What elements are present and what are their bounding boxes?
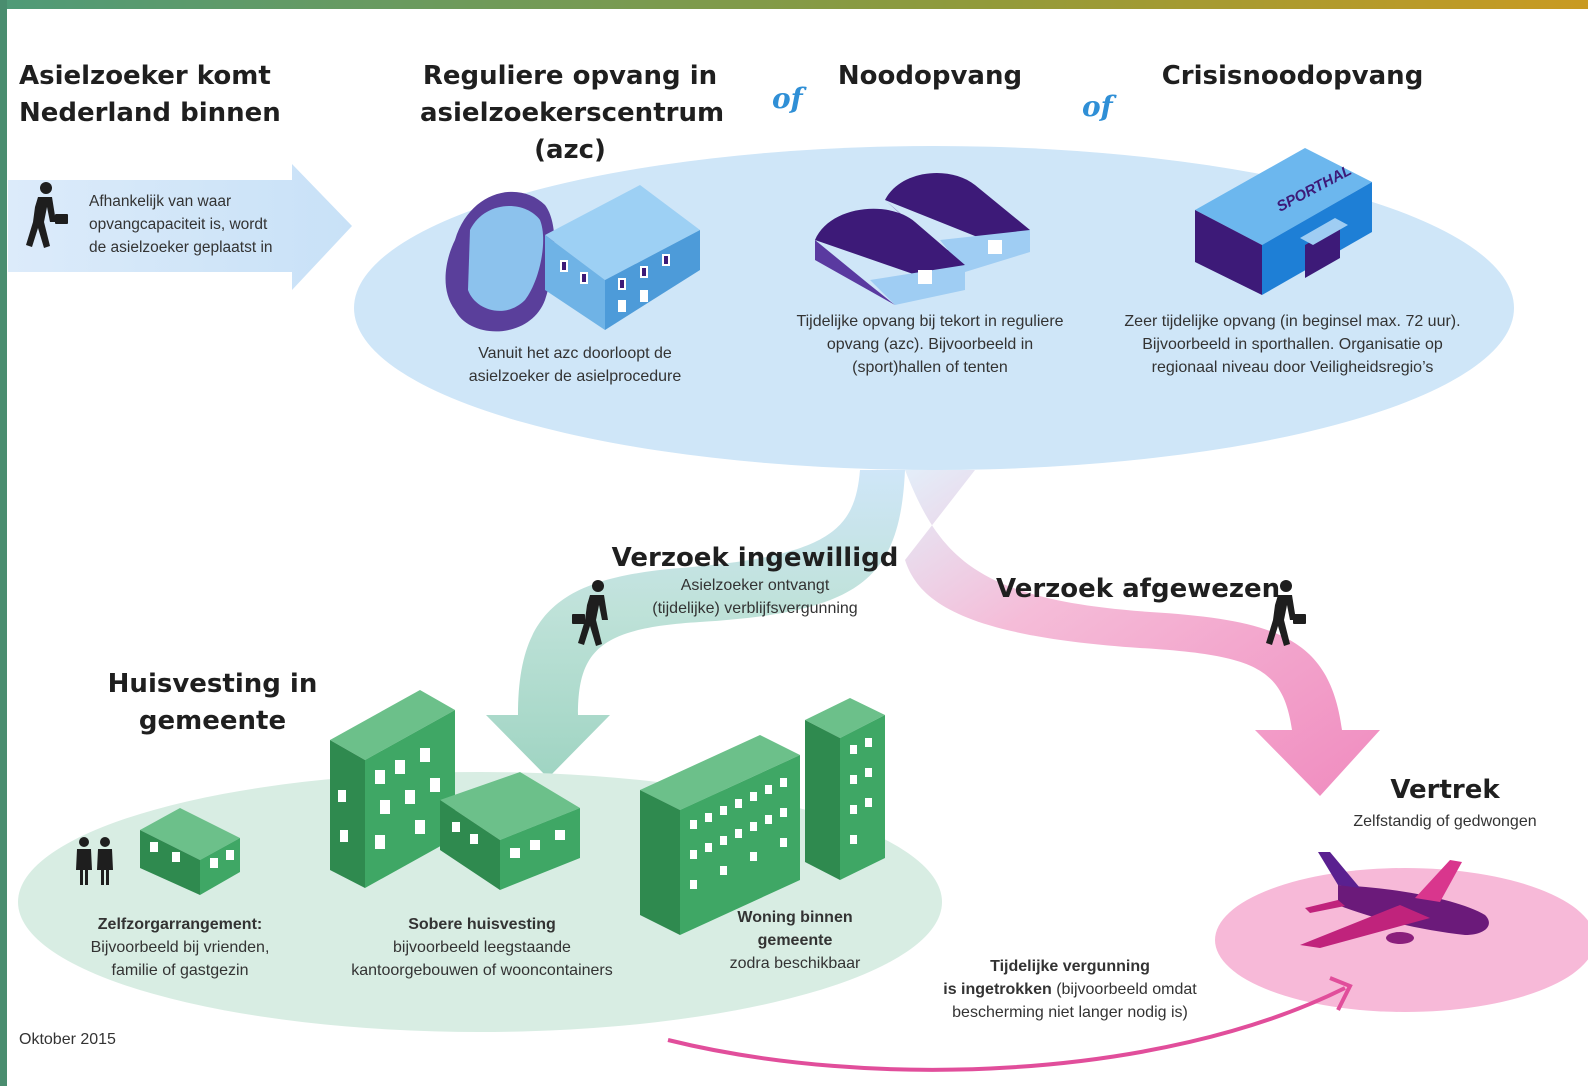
revoked-desc-line: bescherming niet langer nodig is) xyxy=(952,1004,1188,1021)
walking-person-granted-icon xyxy=(572,580,608,646)
walking-person-rejected-icon xyxy=(1266,580,1306,646)
housing-option-basic: Sobere huisvesting bijvoorbeeld leegstaa… xyxy=(322,913,642,982)
regular-desc: Vanuit het azc doorloopt de asielzoeker … xyxy=(430,342,720,388)
walking-person-icon xyxy=(26,182,68,248)
emergency-title: Noodopvang xyxy=(837,61,1023,91)
entry-arrow-line: Afhankelijk van waar xyxy=(89,193,232,210)
revoked-arrowhead xyxy=(1329,976,1353,1011)
option-title: Zelfzorgarrangement: xyxy=(97,916,263,933)
emergency-desc-line: Tijdelijke opvang bij tekort in regulier… xyxy=(796,313,1064,330)
date-label: Oktober 2015 xyxy=(19,1031,116,1048)
departure-desc: Zelfstandig of gedwongen xyxy=(1353,813,1537,830)
entry-arrow-line: opvangcapaciteit is, wordt xyxy=(89,216,268,233)
airplane-icon xyxy=(1300,852,1489,948)
crisis-title: Crisisnoodopvang xyxy=(1161,61,1424,91)
revoked-title-rest: (bijvoorbeeld omdat xyxy=(1051,981,1197,998)
emergency-desc: Tijdelijke opvang bij tekort in regulier… xyxy=(770,310,1090,379)
entry-title-line2: Nederland binnen xyxy=(19,98,281,128)
crisis-desc-line: Zeer tijdelijke opvang (in beginsel max.… xyxy=(1124,313,1461,330)
revoked-title-bold: is ingetrokken xyxy=(943,981,1052,998)
revoked-arrow xyxy=(667,986,1346,1072)
left-color-bar xyxy=(0,0,7,1086)
entry-arrow-text: Afhankelijk van waar opvangcapaciteit is… xyxy=(89,190,304,259)
top-color-bar xyxy=(0,0,1588,9)
housing-title-line: gemeente xyxy=(138,706,287,736)
crisis-desc: Zeer tijdelijke opvang (in beginsel max.… xyxy=(1105,310,1480,379)
emergency-desc-line: (sport)hallen of tenten xyxy=(852,359,1008,376)
granted-desc: Asielzoeker ontvangt (tijdelijke) verbli… xyxy=(615,574,895,620)
housing-option-home: Woning binnen gemeente zodra beschikbaar xyxy=(705,906,885,975)
revoked-title-line: Tijdelijke vergunning xyxy=(990,958,1150,975)
option-desc-line: bijvoorbeeld leegstaande xyxy=(393,939,571,956)
revoked-text: Tijdelijke vergunning is ingetrokken (bi… xyxy=(915,955,1225,1024)
emergency-desc-line: opvang (azc). Bijvoorbeeld in xyxy=(826,336,1034,353)
option-title-line: Woning binnen xyxy=(737,909,853,926)
regular-title-line: (azc) xyxy=(534,135,606,165)
house-icon xyxy=(140,808,240,895)
entry-arrow-line: de asielzoeker geplaatst in xyxy=(89,239,273,256)
regular-title-line: asielzoekerscentrum xyxy=(420,98,725,128)
crisis-desc-line: Bijvoorbeeld in sporthallen. Organisatie… xyxy=(1142,336,1443,353)
regular-title-line: Reguliere opvang in xyxy=(422,61,718,91)
housing-option-selfcare: Zelfzorgarrangement: Bijvoorbeeld bij vr… xyxy=(60,913,300,982)
granted-desc-line: Asielzoeker ontvangt xyxy=(680,577,830,594)
granted-flow-arrow xyxy=(486,470,905,778)
entry-title: Asielzoeker komt Nederland binnen xyxy=(19,58,281,132)
granted-desc-line: (tijdelijke) verblijfsvergunning xyxy=(652,600,858,617)
regular-desc-line: Vanuit het azc doorloopt de xyxy=(478,345,672,362)
option-desc-line: Bijvoorbeeld bij vrienden, xyxy=(90,939,270,956)
option-desc-line: familie of gastgezin xyxy=(111,962,249,979)
sporthal-building-icon xyxy=(1195,148,1372,295)
departure-title: Vertrek xyxy=(1390,775,1500,805)
two-people-icon xyxy=(76,837,113,885)
option-title: Sobere huisvesting xyxy=(408,916,556,933)
granted-title: Verzoek ingewilligd xyxy=(611,543,899,573)
crisis-desc-line: regionaal niveau door Veiligheidsregio’s xyxy=(1151,359,1434,376)
housing-title: Huisvesting in gemeente xyxy=(105,666,320,740)
azc-building-icon xyxy=(445,185,700,332)
rejected-flow-arrow xyxy=(905,470,1380,796)
regular-title: Reguliere opvang in asielzoekerscentrum … xyxy=(420,58,725,169)
option-title-line: gemeente xyxy=(757,932,833,949)
regular-desc-line: asielzoeker de asielprocedure xyxy=(468,368,682,385)
rejected-title: Verzoek afgewezen xyxy=(996,574,1281,604)
option-desc-line: zodra beschikbaar xyxy=(729,955,861,972)
option-desc-line: kantoorgebouwen of wooncontainers xyxy=(351,962,613,979)
tent-hall-icon xyxy=(815,173,1030,305)
entry-title-line1: Asielzoeker komt xyxy=(19,61,271,91)
office-building-icon xyxy=(330,690,580,890)
apartment-building-icon xyxy=(640,698,885,935)
connector-of-1: of xyxy=(772,82,803,115)
entry-arrow xyxy=(8,164,352,290)
housing-title-line: Huisvesting in xyxy=(107,669,318,699)
connector-of-2: of xyxy=(1082,90,1113,123)
